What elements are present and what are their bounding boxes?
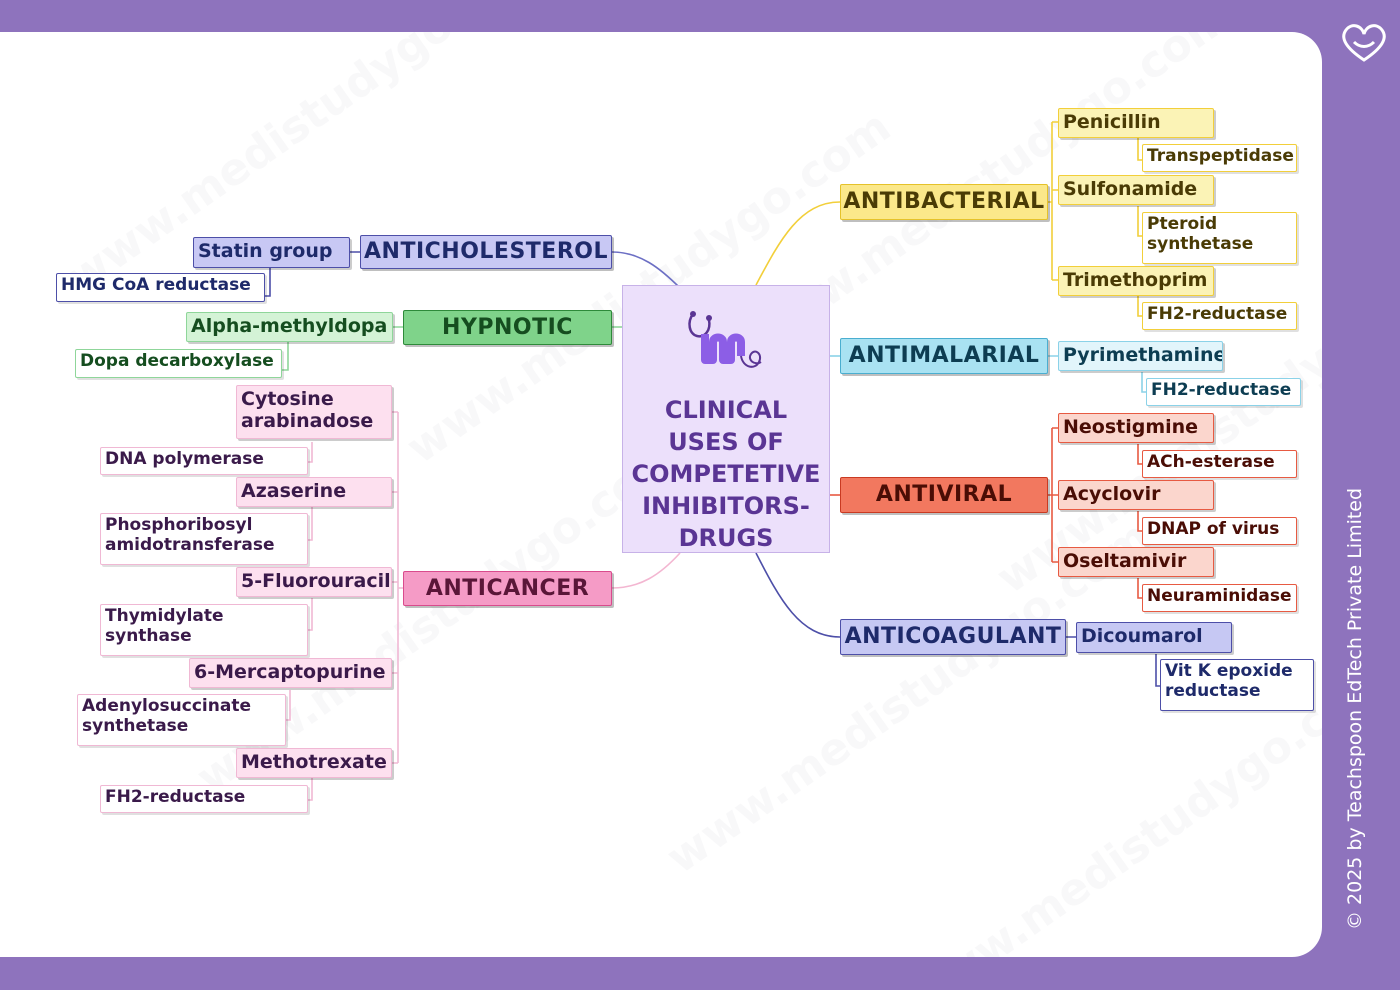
central-title: CLINICAL USES OF COMPETETIVE INHIBITORS-… (631, 396, 821, 552)
drug-trimethoprim[interactable]: Trimethoprim (1058, 266, 1214, 296)
enzyme-pteroid-synthetase[interactable]: Pteroid synthetase (1142, 212, 1297, 264)
drug-pyrimethamine[interactable]: Pyrimethamine (1058, 341, 1223, 371)
enzyme-thymidylate-synthase[interactable]: Thymidylate synthase (100, 604, 308, 656)
enzyme-phosphoribosyl-amidotransferase[interactable]: Phosphoribosyl amidotransferase (100, 513, 308, 565)
heart-brand-icon (1342, 24, 1386, 62)
category-anticoagulant[interactable]: ANTICOAGULANT (840, 619, 1066, 655)
drug-statin-group[interactable]: Statin group (193, 237, 350, 268)
enzyme-fh2-reductase[interactable]: FH2-reductase (1142, 302, 1297, 330)
enzyme-neuraminidase[interactable]: Neuraminidase (1142, 584, 1297, 612)
category-anticancer[interactable]: ANTICANCER (403, 571, 612, 606)
drug-methotrexate[interactable]: Methotrexate (236, 748, 392, 778)
drug-6-mercaptopurine[interactable]: 6-Mercaptopurine (189, 658, 392, 688)
drug-neostigmine[interactable]: Neostigmine (1058, 413, 1214, 443)
drug-cytosine-arabinadose[interactable]: Cytosine arabinadose (236, 385, 392, 439)
category-anticholesterol[interactable]: ANTICHOLESTEROL (360, 235, 612, 269)
central-topic: CLINICAL USES OF COMPETETIVE INHIBITORS-… (622, 285, 830, 553)
enzyme-adenylosuccinate-synthetase[interactable]: Adenylosuccinate synthetase (77, 694, 286, 746)
enzyme-dnap-of-virus[interactable]: DNAP of virus (1142, 517, 1297, 545)
drug-penicillin[interactable]: Penicillin (1058, 108, 1214, 138)
enzyme-fh2-reductase[interactable]: FH2-reductase (1146, 378, 1301, 406)
drug-sulfonamide[interactable]: Sulfonamide (1058, 175, 1214, 205)
drug-5-fluorouracil[interactable]: 5-Fluorouracil (236, 567, 392, 597)
medistudygo-logo-icon (688, 311, 762, 368)
enzyme-dopa-decarboxylase[interactable]: Dopa decarboxylase (75, 349, 282, 378)
enzyme-dna-polymerase[interactable]: DNA polymerase (100, 447, 308, 475)
drug-acyclovir[interactable]: Acyclovir (1058, 480, 1214, 510)
drug-dicoumarol[interactable]: Dicoumarol (1076, 622, 1232, 653)
enzyme-vit-k-epoxide-reductase[interactable]: Vit K epoxide reductase (1160, 659, 1314, 711)
copyright-text: © 2025 by Teachspoon EdTech Private Limi… (1344, 487, 1366, 930)
enzyme-ach-esterase[interactable]: ACh-esterase (1142, 450, 1297, 478)
category-hypnotic[interactable]: HYPNOTIC (403, 310, 612, 345)
category-antiviral[interactable]: ANTIVIRAL (840, 477, 1048, 513)
category-antimalarial[interactable]: ANTIMALARIAL (840, 338, 1048, 374)
category-antibacterial[interactable]: ANTIBACTERIAL (840, 184, 1048, 220)
enzyme-fh2-reductase[interactable]: FH2-reductase (100, 785, 308, 813)
enzyme-hmg-coa-reductase[interactable]: HMG CoA reductase (56, 273, 265, 302)
drug-alpha-methyldopa[interactable]: Alpha-methyldopa (186, 312, 393, 342)
drug-oseltamivir[interactable]: Oseltamivir (1058, 547, 1214, 577)
enzyme-transpeptidase[interactable]: Transpeptidase (1142, 144, 1297, 172)
drug-azaserine[interactable]: Azaserine (236, 477, 392, 507)
